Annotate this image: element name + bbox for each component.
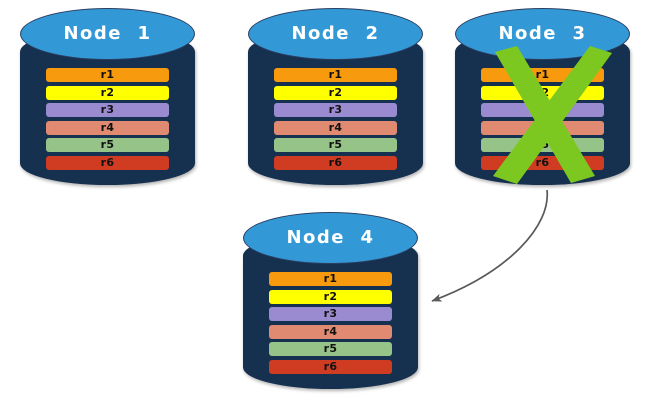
record-row[interactable]: r1 [274,68,397,82]
record-row[interactable]: r5 [46,138,169,153]
record-row[interactable]: r6 [269,359,392,374]
record-row[interactable]: r6 [274,155,397,170]
node-4-label: Node 4 [286,227,375,248]
record-row[interactable]: r1 [481,68,604,82]
curved-arrow-icon [431,189,549,302]
node-2-cylinder-top [248,8,423,60]
node-3-label: Node 3 [498,23,587,44]
record-row[interactable]: r3 [46,103,169,118]
record-row[interactable]: r1 [269,272,392,286]
record-row[interactable]: r4 [481,120,604,135]
record-row[interactable]: r2 [46,85,169,100]
record-row[interactable]: r6 [46,155,169,170]
node-1[interactable]: Node 1 r1 r2 r3 r4 r5 r6 [20,8,195,193]
record-row[interactable]: r3 [274,103,397,118]
node-1-records: r1 r2 r3 r4 r5 r6 [46,68,169,170]
record-row[interactable]: r1 [46,68,169,82]
record-row[interactable]: r2 [481,85,604,100]
record-row[interactable]: r2 [269,289,392,304]
record-row[interactable]: r4 [274,120,397,135]
record-row[interactable]: r4 [46,120,169,135]
record-row[interactable]: r6 [481,155,604,170]
record-row[interactable]: r5 [274,138,397,153]
node-2-records: r1 r2 r3 r4 r5 r6 [274,68,397,170]
node-1-cylinder-top [20,8,195,60]
node-4-records: r1 r2 r3 r4 r5 r6 [269,272,392,374]
node-2-label: Node 2 [291,23,380,44]
record-row[interactable]: r5 [269,342,392,357]
node-4[interactable]: Node 4 r1 r2 r3 r4 r5 r6 [243,212,418,397]
node-4-cylinder-top [243,212,418,264]
node-3-records: r1 r2 r3 r4 r5 r6 [481,68,604,170]
node-3[interactable]: Node 3 r1 r2 r3 r4 r5 r6 [455,8,630,193]
node-1-label: Node 1 [63,23,152,44]
record-row[interactable]: r3 [481,103,604,118]
node-2[interactable]: Node 2 r1 r2 r3 r4 r5 r6 [248,8,423,193]
record-row[interactable]: r5 [481,138,604,153]
record-row[interactable]: r3 [269,307,392,322]
record-row[interactable]: r2 [274,85,397,100]
record-row[interactable]: r4 [269,324,392,339]
